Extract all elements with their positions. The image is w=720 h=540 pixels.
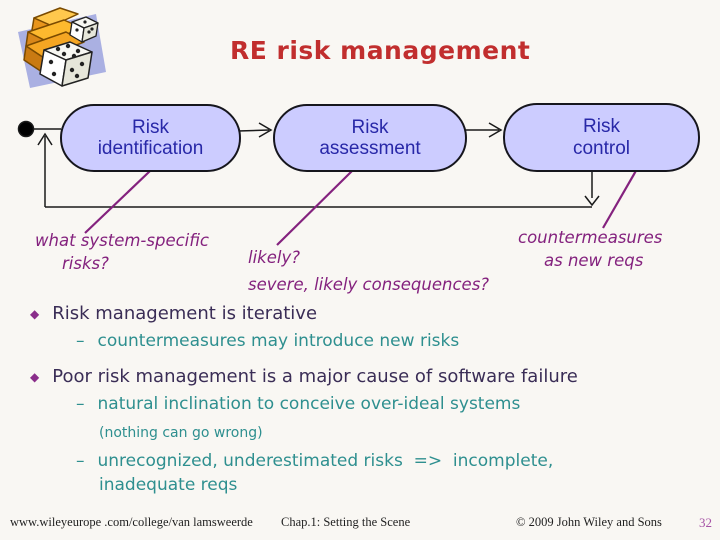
callout-line-control <box>602 168 638 229</box>
arrow-identification-to-assessment <box>237 122 273 138</box>
sub-bullet-text: natural inclination to conceive over-ide… <box>97 394 521 414</box>
callout-text-assessment-line1: likely? <box>248 248 300 267</box>
state-box-risk-control: Risk control <box>503 103 700 172</box>
bullet-text: Risk management is iterative <box>52 303 318 324</box>
callout-text-identification-line2: risks? <box>62 254 109 273</box>
footer-copyright: © 2009 John Wiley and Sons <box>516 515 662 529</box>
bullet-item: ◆ Poor risk management is a major cause … <box>30 366 578 387</box>
callout-text-assessment-line2: severe, likely consequences? <box>248 275 490 294</box>
page-number: 32 <box>699 515 712 530</box>
sub-bullet-item: – countermeasures may introduce new risk… <box>76 331 459 351</box>
dash-bullet-icon: – <box>76 394 85 414</box>
state-box-risk-assessment: Risk assessment <box>273 104 467 172</box>
sub-bullet-continuation: inadequate reqs <box>99 475 237 495</box>
sub-bullet-note: (nothing can go wrong) <box>99 425 263 441</box>
sub-bullet-text: unrecognized, underestimated risks => in… <box>97 451 554 471</box>
bullet-item: ◆ Risk management is iterative <box>30 303 317 324</box>
state-label: Risk control <box>572 116 631 159</box>
sub-bullet-item: – unrecognized, underestimated risks => … <box>76 451 553 471</box>
diamond-bullet-icon: ◆ <box>30 370 40 384</box>
sub-bullet-item: – natural inclination to conceive over-i… <box>76 394 520 414</box>
callout-text-identification-line1: what system-specific <box>35 231 209 250</box>
callout-line-assessment <box>276 170 353 246</box>
footer-url: www.wileyeurope .com/college/van lamswee… <box>10 515 253 529</box>
bullet-text: Poor risk management is a major cause of… <box>52 366 578 387</box>
dash-bullet-icon: – <box>76 331 85 351</box>
large-die-icon <box>39 41 93 87</box>
callout-text-control-line1: countermeasures <box>518 228 663 247</box>
sub-bullet-text: inadequate reqs <box>99 475 238 495</box>
gold-bars-icon <box>23 7 85 73</box>
footer-chapter: Chap.1: Setting the Scene <box>281 515 411 529</box>
diamond-bullet-icon: ◆ <box>30 307 40 321</box>
state-box-risk-identification: Risk identification <box>60 104 241 172</box>
note-text: (nothing can go wrong) <box>99 425 263 441</box>
state-label: Risk identification <box>97 116 204 159</box>
callout-text-control-line2: as new reqs <box>544 251 644 270</box>
state-label: Risk assessment <box>319 116 421 159</box>
dash-bullet-icon: – <box>76 451 85 471</box>
gold-and-dice-logo-icon <box>18 7 106 88</box>
arrow-assessment-to-control <box>464 122 503 138</box>
slide-title: RE risk management <box>230 36 531 65</box>
callout-line-identification <box>84 170 151 234</box>
small-die-icon <box>69 16 99 43</box>
start-node <box>17 120 35 138</box>
sub-bullet-text: countermeasures may introduce new risks <box>97 331 460 351</box>
